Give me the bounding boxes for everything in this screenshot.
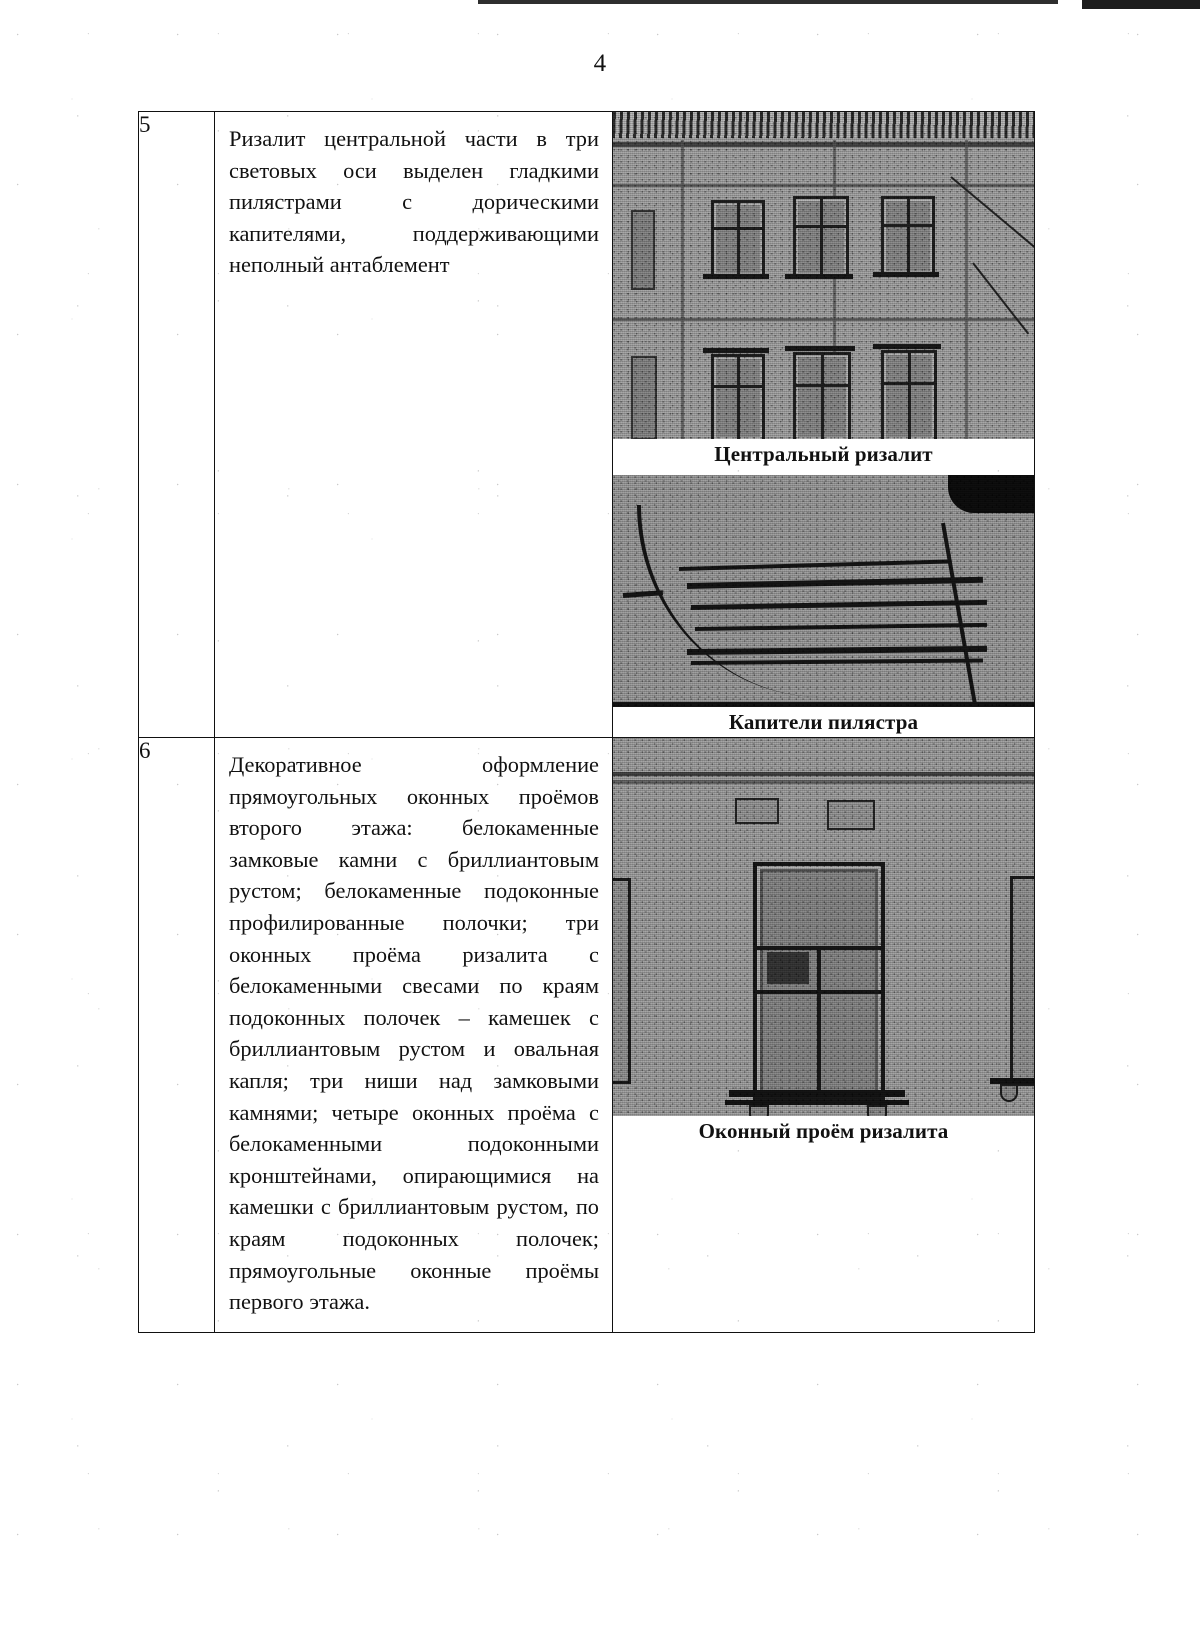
cornice-line [613, 142, 1034, 147]
row-description-text: Декоративное оформление прямоугольных ок… [229, 752, 599, 1315]
figure-pilaster-capitals: Капители пилястра [613, 475, 1034, 737]
neighbour-bracket-right [1000, 1084, 1018, 1102]
shadow-corner-shape [948, 475, 1034, 513]
diagonal-wire-curve [637, 505, 821, 697]
row-number-cell: 5 [138, 111, 215, 738]
vertical-pilaster-edge [941, 522, 978, 707]
scanner-artifact-bar-right [1082, 0, 1200, 9]
figure-caption: Капители пилястра [728, 710, 919, 734]
photo-base-edge [613, 702, 1034, 707]
figure-caption: Оконный проём ризалита [698, 1119, 949, 1143]
row-description-cell: Ризалит центральной части в три световых… [214, 111, 613, 738]
row-number-cell: 6 [138, 737, 215, 1333]
window-lower-3-lintel [873, 344, 941, 349]
window-lower-1 [711, 354, 765, 439]
row-figures-cell: Оконный проём ризалита [612, 737, 1035, 1333]
row-figures-cell: Центральный ризалит [612, 111, 1035, 738]
window-dark-pane [767, 952, 809, 984]
page-number: 4 [593, 50, 607, 77]
overhead-wire-2 [972, 262, 1030, 335]
left-edge-window [631, 210, 655, 290]
window-lower-1-lintel [703, 348, 769, 353]
roof-cornice-shape [613, 112, 1034, 138]
facade-photo [613, 112, 1034, 439]
floor-divider-band [613, 318, 1034, 321]
upper-cornice-line [613, 772, 1034, 776]
table-row: 6 Декоративное оформление прямоугольных … [138, 737, 1035, 1333]
pilaster-capitals-photo [613, 475, 1034, 707]
left-fragment-line [622, 590, 664, 598]
window-mullion [817, 946, 821, 1096]
figure-caption: Центральный ризалит [714, 442, 933, 466]
pilaster-mid-1 [833, 140, 836, 439]
window-upper-3-sill [873, 272, 939, 277]
neighbour-sill-right [990, 1078, 1034, 1084]
neighbour-window-left [613, 878, 631, 1084]
table-row: 5 Ризалит центральной части в три светов… [138, 111, 1035, 738]
sill-bracket-right [867, 1105, 887, 1116]
specification-table: 5 Ризалит центральной части в три светов… [138, 111, 1035, 1333]
scanner-artifact-bar-left [478, 0, 1058, 4]
sill-shelf-top [729, 1090, 905, 1097]
entablature-band [613, 184, 1034, 187]
window-lower-2-lintel [785, 346, 855, 351]
figure-window-opening: Оконный проём ризалита [613, 738, 1034, 1146]
keystone-niche-1 [735, 798, 779, 824]
upper-cornice-shadow [613, 780, 1034, 784]
window-lower-rail [757, 990, 881, 994]
window-upper-2 [793, 196, 849, 278]
window-lower-3 [881, 350, 937, 439]
window-lower-2 [793, 352, 851, 439]
window-upper-1 [711, 200, 765, 278]
figure-central-risalit: Центральный ризалит [613, 112, 1034, 469]
window-frame [753, 862, 885, 1100]
window-upper-2-sill [785, 274, 853, 279]
pilaster-mid-2 [965, 140, 968, 439]
pilaster-left [681, 140, 684, 439]
window-upper-1-sill [703, 274, 769, 279]
sill-bracket-left [749, 1105, 769, 1116]
window-opening-photo [613, 738, 1034, 1116]
overhead-wire-1 [950, 176, 1034, 255]
window-upper-3 [881, 196, 935, 276]
keystone-niche-2 [827, 800, 875, 830]
sill-shelf-profile [725, 1100, 909, 1105]
row-description-cell: Декоративное оформление прямоугольных ок… [214, 737, 613, 1333]
neighbour-window-right [1010, 876, 1034, 1086]
left-edge-window-lower [631, 356, 657, 439]
row-description-text: Ризалит центральной части в три световых… [229, 126, 599, 278]
